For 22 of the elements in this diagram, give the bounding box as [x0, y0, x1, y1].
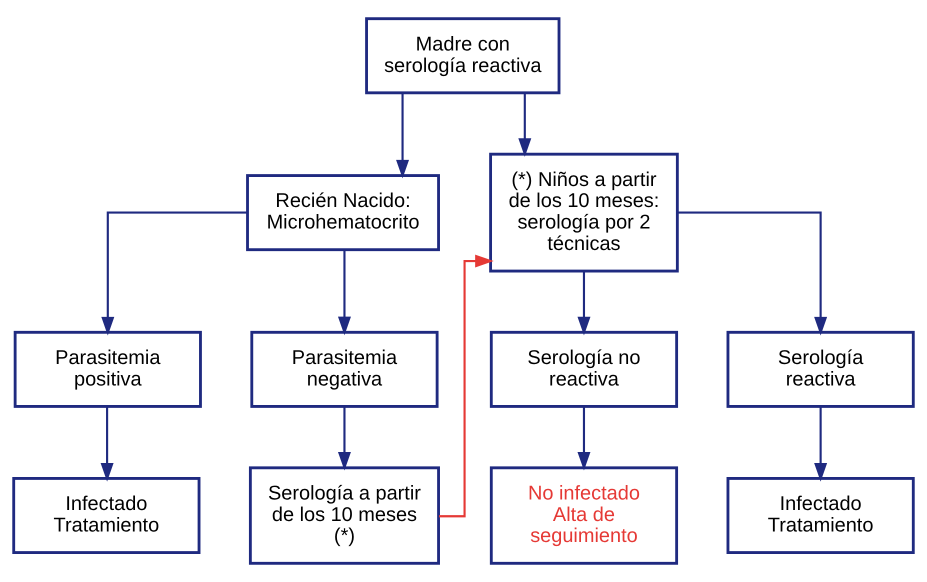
node-box: Parasitemia negativa — [250, 330, 439, 408]
arrow — [439, 254, 494, 518]
node-box: Serología reactiva — [726, 330, 915, 408]
arrow — [100, 406, 114, 482]
node-box: Serología no reactiva — [490, 330, 678, 408]
arrow — [577, 406, 590, 471]
arrow — [338, 406, 351, 471]
arrow — [101, 212, 248, 336]
arrow — [678, 212, 828, 336]
arrow — [577, 271, 590, 336]
node-box: (*) Niños a partir de los 10 meses: serología por 2 técnicas — [489, 152, 679, 272]
node-box: Infectado Tratamiento — [12, 477, 200, 554]
arrow — [814, 406, 828, 482]
arrow — [518, 92, 532, 157]
node-box: Recién Nacido: Microhematocrito — [246, 174, 440, 252]
node-box: Parasitemia positiva — [14, 330, 202, 408]
node-box: Madre con serología reactiva — [365, 17, 560, 94]
arrow — [396, 92, 410, 178]
arrow — [338, 250, 351, 336]
node-box: Infectado Tratamiento — [726, 477, 915, 554]
node-box: No infectado Alta de seguimiento — [490, 466, 678, 565]
node-box: Serología a partir de los 10 meses (*) — [248, 466, 440, 565]
